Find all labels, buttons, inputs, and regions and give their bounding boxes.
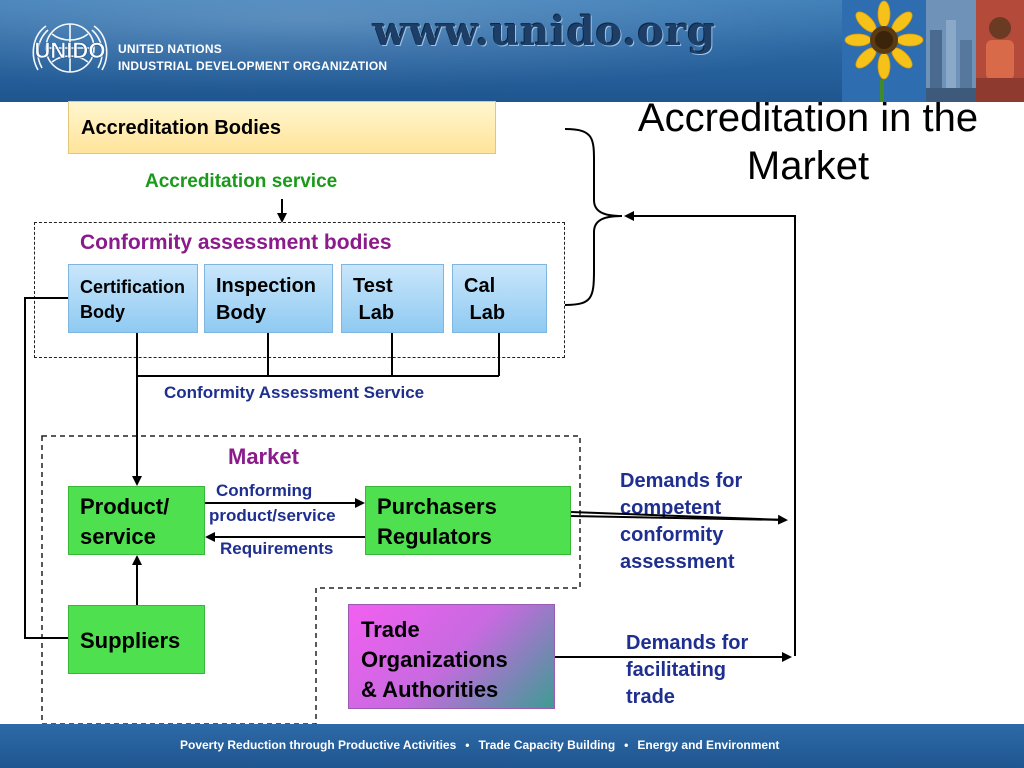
purchasers-line: Purchasers [377, 494, 497, 519]
footer-item-energy: Energy and Environment [637, 738, 780, 752]
footer-banner: Poverty Reduction through Productive Act… [0, 724, 1024, 768]
trade-organizations-box: Trade Organizations & Authorities [348, 604, 555, 709]
accreditation-service-label: Accreditation service [145, 171, 338, 192]
requirements-label: Requirements [220, 539, 334, 558]
demand-competent-line4: assessment [620, 551, 735, 573]
demand-competent-line3: conformity [620, 524, 724, 546]
trade-line1: Trade [361, 617, 420, 642]
cal-lab-line2: Lab [464, 302, 506, 324]
org-name-line2: INDUSTRIAL DEVELOPMENT ORGANIZATION [118, 59, 388, 73]
conformity-assessment-service-label: Conformity Assessment Service [164, 383, 425, 402]
demand-competent-line2: competent [620, 497, 722, 519]
header-url: www.unido.org [373, 8, 717, 55]
header-banner: UNIDO UNITED NATIONS INDUSTRIAL DEVELOPM… [0, 0, 1024, 102]
certification-body-box: Certification Body [68, 264, 198, 333]
accreditation-bodies-label: Accreditation Bodies [81, 117, 282, 139]
footer-bullet: • [465, 738, 470, 752]
logo-text: UNIDO [35, 38, 106, 63]
trade-line3: & Authorities [361, 677, 499, 702]
sunflower-image [842, 0, 926, 102]
demand-competent-line1: Demands for [620, 470, 743, 492]
test-lab-line2: Lab [353, 302, 395, 324]
conforming-label-line2: product/service [209, 506, 336, 525]
suppliers-box: Suppliers [68, 605, 205, 674]
inspection-body-box: Inspection Body [204, 264, 333, 333]
product-service-box: Product/ service [68, 486, 205, 555]
market-region-outline [41, 435, 581, 725]
slide-title: Accreditation in the Market [608, 94, 1008, 190]
factory-image [926, 0, 976, 102]
footer-bullet: • [624, 738, 629, 752]
suppliers-label: Suppliers [80, 628, 181, 653]
cab-region [34, 222, 565, 358]
inspection-body-line1: Inspection [216, 275, 317, 297]
accreditation-bodies-box: Accreditation Bodies [68, 101, 496, 154]
certification-body-line1: Certification [80, 277, 186, 297]
un-emblem-icon: UNIDO [32, 23, 108, 73]
certification-body-line2: Body [80, 302, 125, 322]
slide-title-line1: Accreditation in the [637, 96, 979, 140]
cal-lab-line1: Cal [464, 275, 496, 297]
suppliers-loop-line [24, 297, 68, 639]
product-service-line2: service [80, 524, 156, 549]
market-label: Market [228, 444, 299, 469]
worker-image [976, 0, 1024, 102]
footer-taglines: Poverty Reduction through Productive Act… [180, 738, 779, 752]
footer-item-poverty: Poverty Reduction through Productive Act… [180, 738, 457, 752]
product-service-line1: Product/ [80, 494, 170, 519]
test-lab-box: Test Lab [341, 264, 444, 333]
trade-organizations-text: Trade Organizations & Authorities [361, 615, 508, 705]
regulators-line: Regulators [377, 524, 492, 549]
org-name-line1: UNITED NATIONS [118, 42, 222, 56]
cab-heading: Conformity assessment bodies [80, 231, 392, 254]
demand-trade-text: Demands for facilitating trade [626, 630, 748, 711]
conforming-label-line1: Conforming [216, 481, 313, 500]
demand-trade-line3: trade [626, 686, 675, 708]
purchasers-regulators-box: Purchasers Regulators [365, 486, 571, 555]
trade-line2: Organizations [361, 647, 508, 672]
demand-trade-line1: Demands for [626, 632, 749, 654]
test-lab-line1: Test [353, 275, 393, 297]
inspection-body-line2: Body [216, 302, 266, 324]
accreditation-brace [564, 128, 623, 306]
slide-title-line2: Market [746, 144, 870, 188]
demand-trade-line2: facilitating [626, 659, 727, 681]
feedback-line [624, 211, 796, 656]
cal-lab-box: Cal Lab [452, 264, 547, 333]
footer-item-trade: Trade Capacity Building [478, 738, 616, 752]
demand-competent-text: Demands for competent conformity assessm… [620, 468, 742, 576]
